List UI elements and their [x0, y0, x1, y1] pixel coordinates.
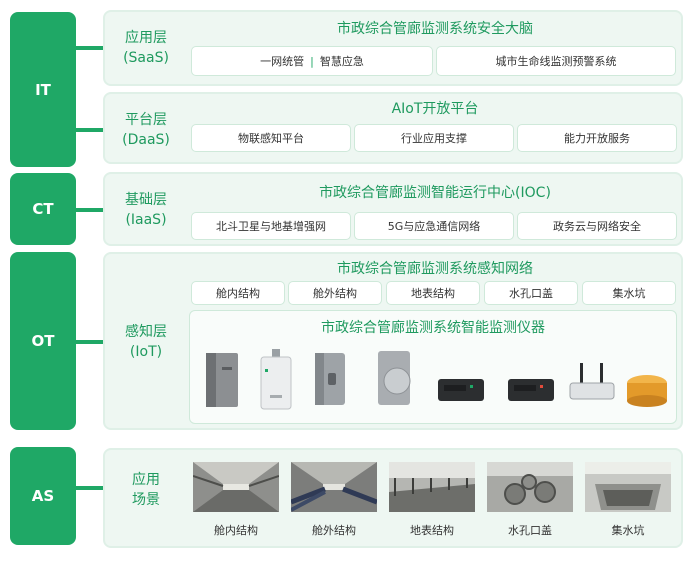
iot-title: 市政综合管廊监测系统感知网络	[337, 261, 533, 277]
scene-caption-5: 集水坑	[611, 524, 645, 537]
scene-caption-4: 水孔口盖	[508, 524, 552, 537]
side-block-ct: CT	[10, 173, 76, 245]
saas-box-lifeline: 城市生命线监测预警系统	[436, 46, 676, 76]
sensor-device-1-icon	[206, 353, 238, 407]
sensor-device-4-icon	[378, 351, 411, 405]
side-label-ot: OT	[31, 332, 55, 350]
daas-layer-label: 平台层 (DaaS)	[111, 110, 181, 150]
devices-frame: 市政综合管廊监测系统智能监测仪器	[189, 310, 677, 424]
side-label-as: AS	[31, 487, 55, 505]
daas-layer-name: 平台层	[125, 112, 167, 128]
saas-box-governance-b: 智慧应急	[319, 55, 364, 68]
side-label-it: IT	[35, 80, 51, 99]
side-block-ot: OT	[10, 252, 76, 430]
daas-box-3: 能力开放服务	[517, 124, 677, 152]
sensor-device-2-icon	[260, 349, 292, 410]
scene-caption-2: 舱外结构	[312, 524, 356, 537]
connector-scene	[76, 486, 103, 490]
iaas-layer-name: 基础层	[125, 192, 167, 208]
daas-title: AIoT开放平台	[391, 101, 479, 117]
iot-layer-label: 感知层 (IoT)	[111, 322, 181, 362]
scene-layer-label: 应用 场景	[111, 470, 181, 510]
iot-layer-code: (IoT)	[129, 344, 163, 360]
iot-box-1: 舱内结构	[191, 281, 285, 305]
side-block-as: AS	[10, 447, 76, 545]
saas-layer-label: 应用层 (SaaS)	[111, 28, 181, 68]
scene-photo-4-image	[487, 462, 573, 512]
iot-box-3: 地表结构	[386, 281, 480, 305]
daas-panel: 平台层 (DaaS) AIoT开放平台 物联感知平台 行业应用支撑 能力开放服务	[103, 92, 683, 164]
iot-box-4: 水孔口盖	[484, 281, 578, 305]
saas-layer-name: 应用层	[125, 30, 167, 46]
daas-box-1: 物联感知平台	[191, 124, 351, 152]
scene-photo-3-image	[389, 462, 475, 512]
saas-title: 市政综合管廊监测系统安全大脑	[337, 21, 533, 37]
iaas-panel: 基础层 (IaaS) 市政综合管廊监测智能运行中心(IOC) 北斗卫星与地基增强…	[103, 172, 683, 246]
daas-layer-code: (DaaS)	[122, 132, 170, 148]
daas-box-2: 行业应用支撑	[354, 124, 514, 152]
iaas-layer-label: 基础层 (IaaS)	[111, 190, 181, 230]
saas-layer-code: (SaaS)	[123, 50, 169, 66]
dome-sensor-device-icon	[627, 375, 667, 407]
scene-caption-1: 舱内结构	[214, 524, 258, 537]
gateway-device-1-icon	[438, 379, 484, 401]
iaas-title: 市政综合管廊监测智能运行中心(IOC)	[319, 185, 551, 201]
iaas-box-1: 北斗卫星与地基增强网	[191, 212, 351, 240]
iaas-box-3: 政务云与网络安全	[517, 212, 677, 240]
saas-box-separator: |	[310, 54, 314, 68]
saas-box-governance: 一网统管 | 智慧应急	[191, 46, 433, 76]
iaas-box-2: 5G与应急通信网络	[354, 212, 514, 240]
connector-saas	[76, 46, 103, 50]
iot-box-2: 舱外结构	[288, 281, 382, 305]
scene-layer-name: 应用	[132, 472, 160, 488]
router-device-icon	[569, 363, 615, 400]
devices-title: 市政综合管廊监测系统智能监测仪器	[321, 320, 545, 336]
sensor-device-3-icon	[315, 353, 345, 405]
iot-box-5: 集水坑	[582, 281, 676, 305]
iot-layer-name: 感知层	[125, 324, 167, 340]
gateway-device-2-icon	[508, 379, 554, 401]
connector-iot	[76, 340, 103, 344]
scene-layer-name-2: 场景	[132, 492, 160, 508]
side-block-it: IT	[10, 12, 76, 167]
iot-panel: 感知层 (IoT) 市政综合管廊监测系统感知网络 舱内结构 舱外结构 地表结构 …	[103, 252, 683, 430]
saas-box-governance-a: 一网统管	[260, 55, 305, 68]
scene-photo-2-image	[291, 462, 377, 512]
scene-photo-5-image	[585, 462, 671, 512]
iaas-layer-code: (IaaS)	[125, 212, 167, 228]
side-label-ct: CT	[32, 200, 54, 218]
scene-caption-3: 地表结构	[410, 524, 454, 537]
connector-iaas	[76, 208, 103, 212]
scene-panel: 应用 场景	[103, 448, 683, 548]
scene-photo-1-image	[193, 462, 279, 512]
saas-panel: 应用层 (SaaS) 市政综合管廊监测系统安全大脑 一网统管 | 智慧应急 城市…	[103, 10, 683, 86]
connector-daas	[76, 128, 103, 132]
